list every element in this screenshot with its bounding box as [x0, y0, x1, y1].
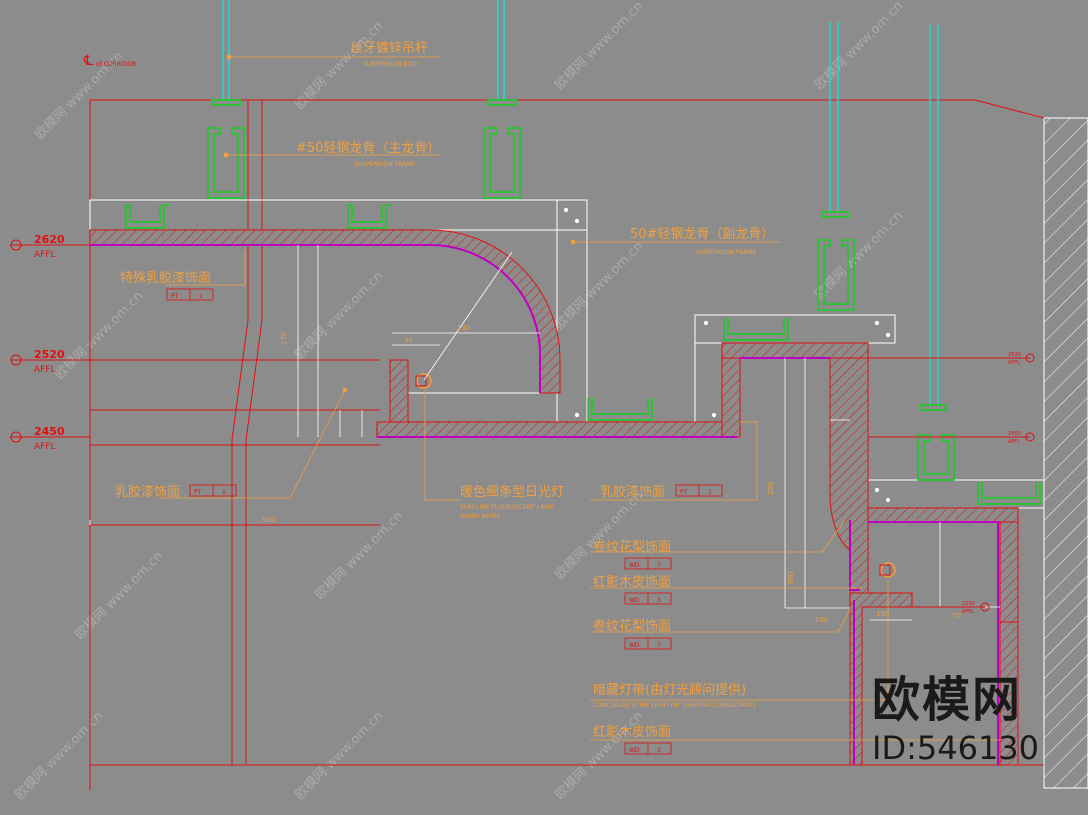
main-keel-label: #50轻钢龙骨（主龙骨）	[296, 141, 440, 156]
paint-left-tag: PT	[194, 489, 202, 496]
watermark-text: 欧模网 www.om.cn	[52, 289, 146, 383]
dim-150: 150	[876, 610, 889, 618]
watermark-layer: 欧模网 www.om.cn 欧模网 www.om.cn 欧模网 www.om.cn 欧…	[12, 0, 906, 803]
dim-300: 300	[787, 572, 795, 585]
veneer1-num: 7	[657, 562, 661, 569]
veneer2-label: 红影木皮饰面	[593, 574, 671, 590]
watermark-text: 欧模网 www.om.cn	[12, 709, 106, 803]
main-keel-label-en: SUSPENSION FRAME	[354, 161, 415, 168]
watermark-text: 欧模网 www.om.cn	[552, 239, 646, 333]
svg-text:℄: ℄	[83, 53, 93, 69]
dim-130: 130	[457, 324, 470, 332]
sub-keel-label-en: SUSPENSION FRAME	[695, 249, 756, 256]
watermark-text: 欧模网 www.om.cn	[812, 209, 906, 303]
strip-light-label-en: CONCEALED STRIP LIGHT (BY LIGHTING CONSU…	[593, 702, 755, 709]
fluorescent-lamp-icon	[415, 373, 432, 389]
dimension-lines	[89, 245, 1000, 621]
annotations: 丝牙镀锌吊杆 SUSPENSION ROD #50轻钢龙骨（主龙骨） SUSPE…	[115, 40, 774, 755]
special-paint-label: 特殊乳胶漆饰面	[120, 270, 211, 286]
watermark-text: 欧模网 www.om.cn	[552, 0, 646, 93]
paint-left-label: 乳胶漆饰面	[115, 484, 180, 500]
veneer1-label: 卷纹花梨饰面	[593, 539, 671, 555]
axis-label: of CORRIDOR	[96, 61, 136, 68]
veneer1-tag: WD	[629, 562, 640, 569]
special-paint-tag: PT	[171, 293, 179, 300]
veneer3-num: 7	[657, 642, 661, 649]
veneer2-num: 3	[657, 597, 661, 604]
paint-left-num: 1	[222, 489, 226, 496]
structural-wall	[974, 99, 1088, 789]
corridor-axis: ℄ of CORRIDOR	[83, 53, 136, 69]
level-r1-unit: AFFL	[1008, 360, 1020, 366]
strip-light-icon	[879, 562, 896, 578]
level-r3-unit: AFFL	[962, 609, 974, 615]
frame-boxes	[89, 199, 1045, 509]
dim-170: 170	[280, 332, 288, 345]
watermark-text: 欧模网 www.om.cn	[812, 0, 906, 93]
leader-lines	[160, 54, 1000, 741]
brand-watermark: 欧模网 ID:546130	[872, 672, 1039, 768]
paint-mid-num: 1	[708, 489, 712, 496]
level-texts-left: 2620 AFFL 2520 AFFL 2450 AFFL	[34, 233, 65, 452]
lamp-label-en2: WARM WHITE	[460, 513, 501, 520]
level-2620-unit: AFFL	[34, 250, 56, 260]
brand-id: ID:546130	[872, 729, 1040, 767]
dim-200: 200	[767, 482, 775, 495]
watermark-text: 欧模网 www.om.cn	[552, 709, 646, 803]
level-2520-unit: AFFL	[34, 365, 56, 375]
suspension-rods	[222, 0, 939, 405]
level-2620: 2620	[34, 233, 65, 246]
level-2450-unit: AFFL	[34, 442, 56, 452]
dimension-numbers: 500 30 130 100 150 70 170 200 300	[262, 324, 961, 624]
level-2450: 2450	[34, 425, 65, 438]
lamp-label-en1: SLIM LINE FLUORESCENT LAMP	[460, 504, 553, 511]
watermark-text: 欧模网 www.om.cn	[72, 549, 166, 643]
dim-100: 100	[815, 616, 828, 624]
lamp-label: 暖色细条型日光灯	[460, 484, 564, 500]
veneer3-tag: WD	[629, 642, 640, 649]
paint-mid-tag: PT	[680, 489, 688, 496]
veneer2-tag: WD	[629, 597, 640, 604]
level-2520: 2520	[34, 348, 65, 361]
ceiling-board-hatch	[89, 229, 1019, 766]
dim-500: 500	[262, 516, 275, 524]
dim-70: 70	[952, 612, 961, 620]
level-r2: 2450	[1008, 431, 1021, 437]
strip-light-label: 暗藏灯带(由灯光顾问提供)	[593, 682, 746, 698]
level-r2-unit: AFFL	[1008, 439, 1020, 445]
paint-mid-label: 乳胶漆饰面	[600, 484, 665, 500]
dim-30: 30	[404, 336, 413, 344]
watermark-text: 欧模网 www.om.cn	[292, 709, 386, 803]
watermark-text: 欧模网 www.om.cn	[312, 509, 406, 603]
level-markers	[10, 239, 1035, 612]
steel-keels	[125, 99, 1041, 505]
level-r1: 2520	[1008, 352, 1021, 358]
brand-name: 欧模网	[872, 672, 1023, 728]
veneer3-label: 卷纹花梨饰面	[593, 618, 671, 634]
sub-keel-label: 50#轻钢龙骨（副龙骨）	[630, 227, 774, 242]
rod-label-en: SUSPENSION ROD	[363, 61, 417, 68]
veneer4-tag: WD	[629, 747, 640, 754]
level-r3: 2250	[962, 601, 975, 607]
special-paint-num: 1	[199, 293, 203, 300]
veneer4-label: 红影木皮饰面	[593, 724, 671, 740]
finish-lines	[90, 243, 1000, 765]
rod-label: 丝牙镀锌吊杆	[350, 40, 428, 56]
veneer4-num: 3	[657, 747, 661, 754]
watermark-text: 欧模网 www.om.cn	[292, 269, 386, 363]
level-texts-right: 2520 AFFL 2450 AFFL 2250 AFFL	[962, 352, 1021, 615]
